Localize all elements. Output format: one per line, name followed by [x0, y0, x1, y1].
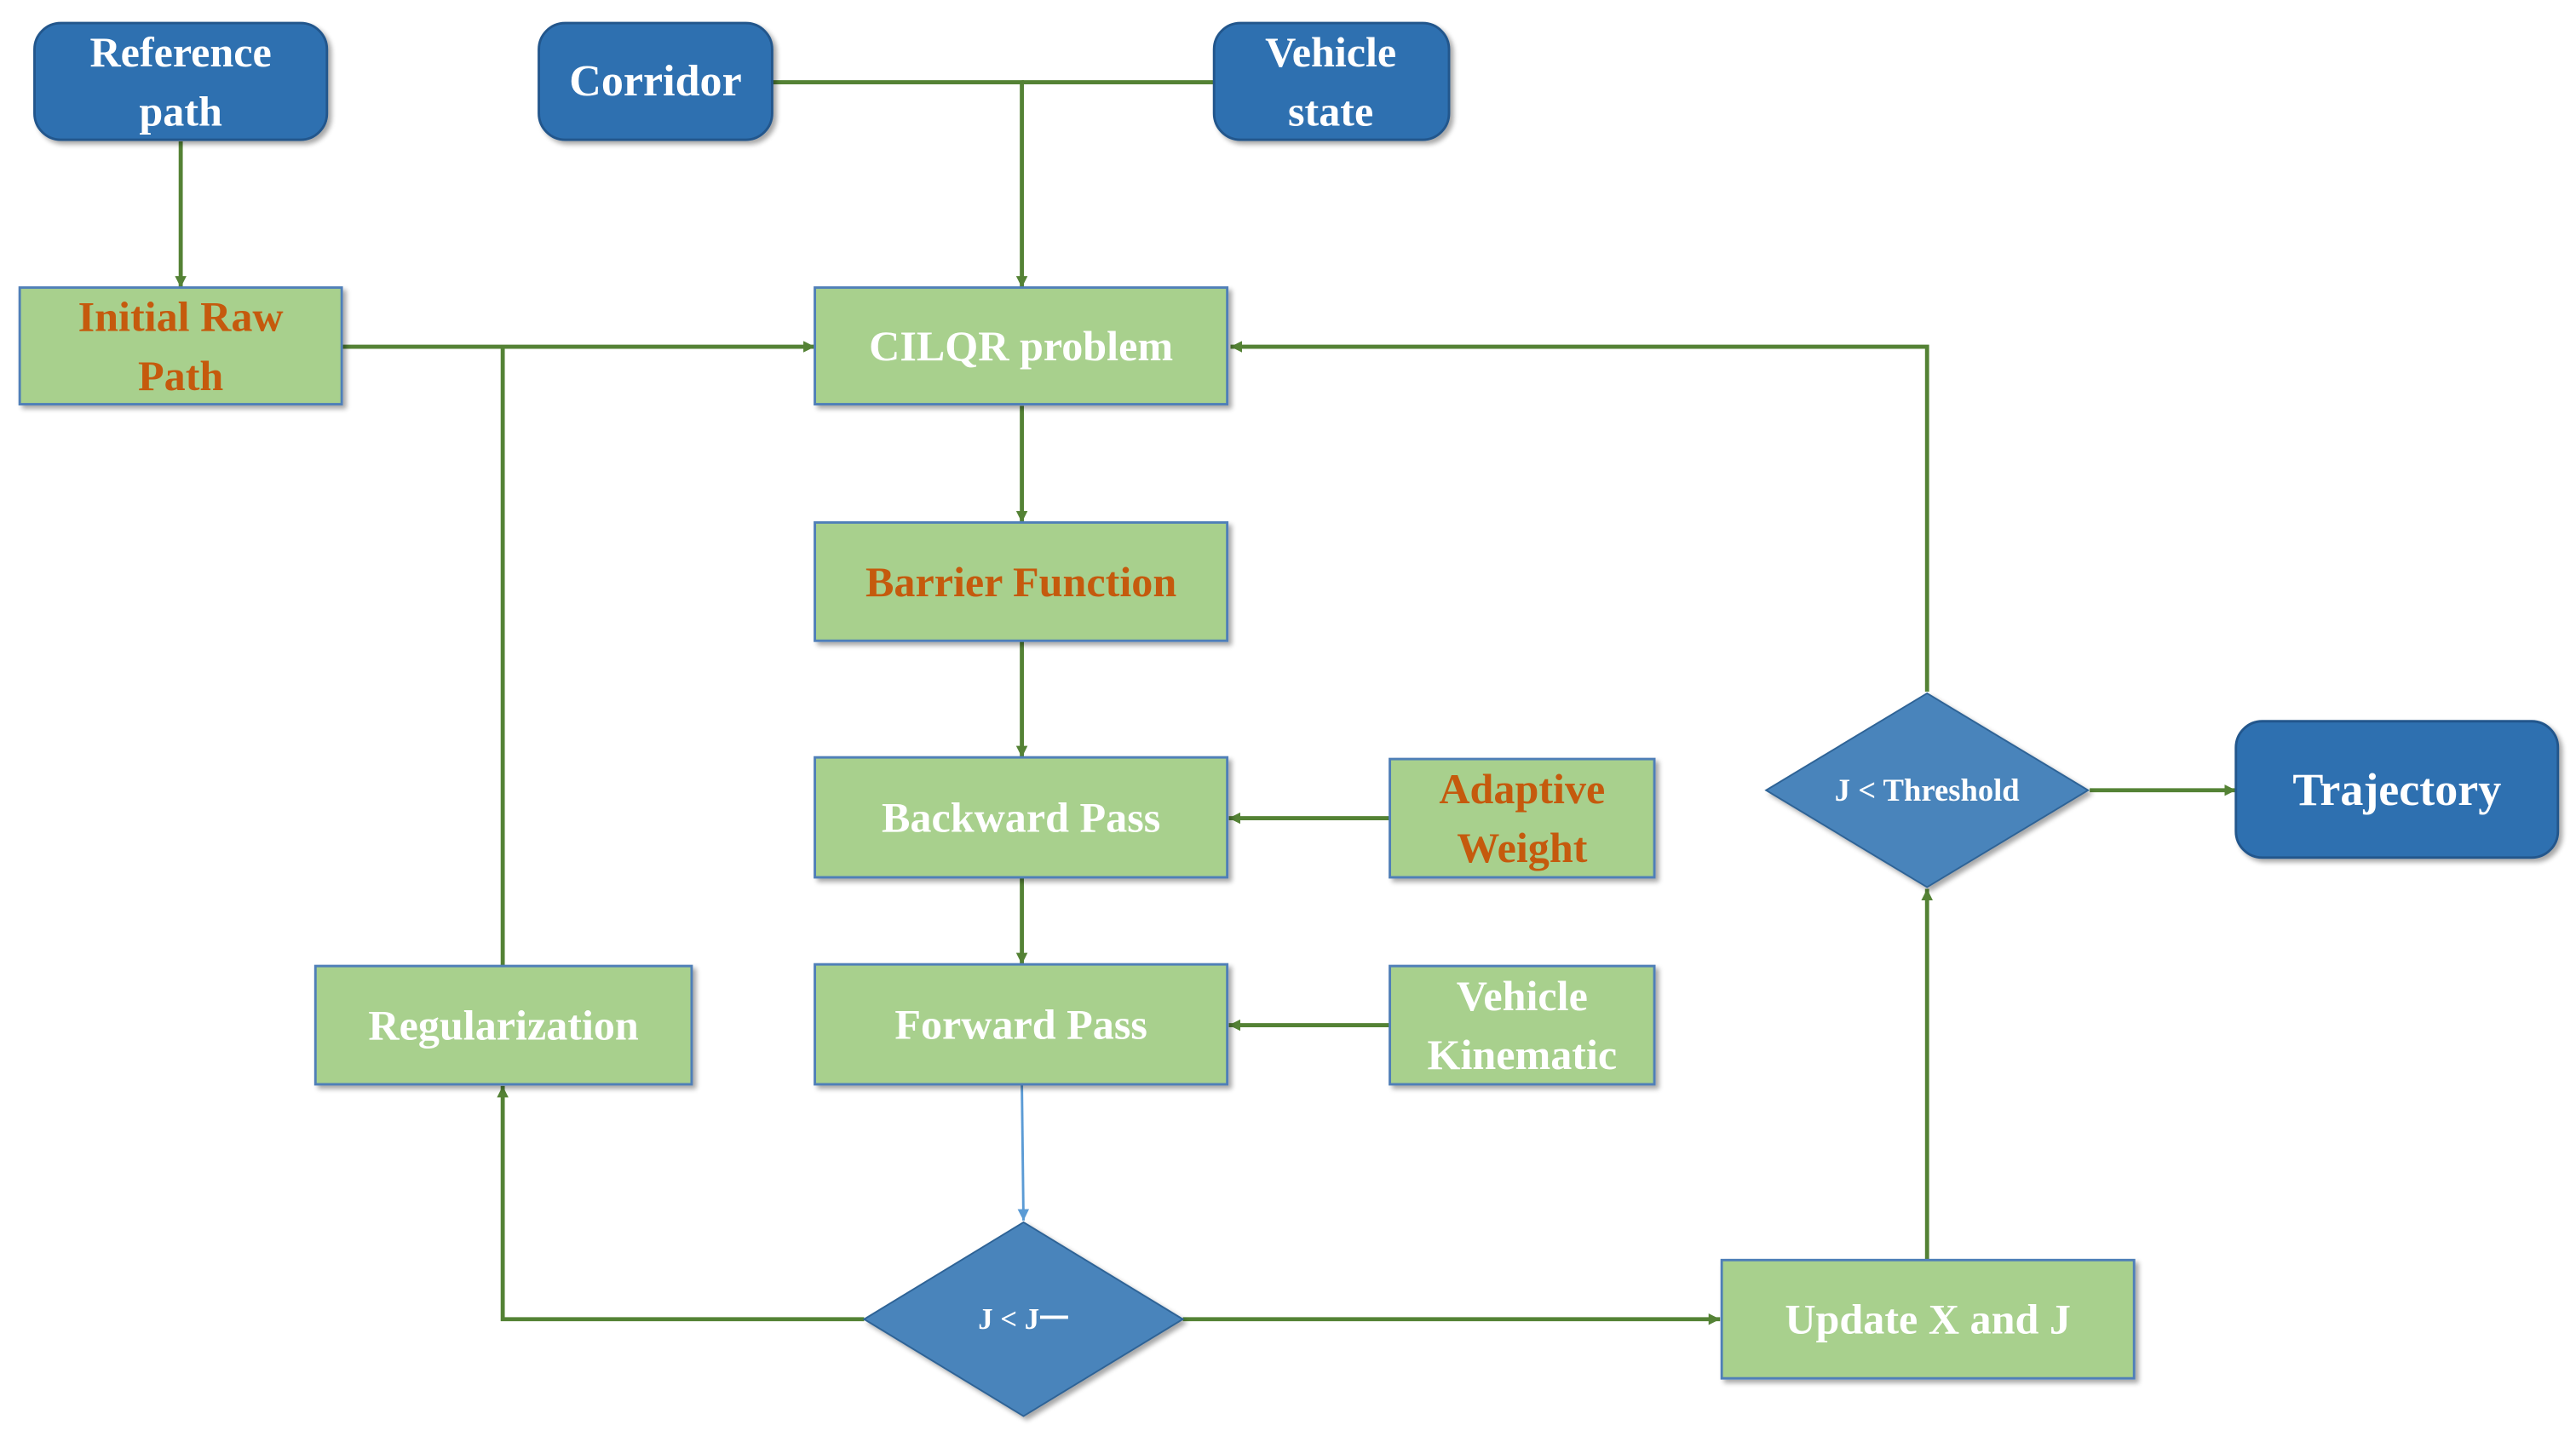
decision-j-less-threshold: J < Threshold [1764, 692, 2090, 888]
vehicle-state-label: Vehicle [1265, 28, 1396, 76]
trajectory-label: Trajectory [2292, 764, 2501, 815]
corridor-label: Corridor [569, 57, 741, 106]
regularization-label: Regularization [368, 1002, 639, 1049]
node-barrier-function: Barrier Function [814, 520, 1229, 642]
edge-forward-to-decision [1017, 1083, 1030, 1221]
vehicle-state-label-line2: state [1288, 87, 1373, 135]
adaptive-weight-label-line2: Weight [1457, 824, 1587, 871]
node-vehicle-state: Vehicle state [1212, 21, 1451, 141]
j-less-threshold-label: J < Threshold [1835, 773, 2020, 807]
node-corridor: Corridor [538, 21, 773, 141]
backward-pass-label: Backward Pass [882, 794, 1160, 842]
edge-decision-to-regularization [497, 1085, 865, 1322]
vehicle-kinematic-label-line2: Kinematic [1427, 1031, 1617, 1078]
reference-path-label: Reference [89, 28, 271, 76]
node-update-x-and-j: Update X and J [1720, 1258, 2136, 1380]
edge-corridor-to-cilqr [772, 80, 1028, 288]
node-forward-pass: Forward Pass [814, 963, 1229, 1086]
update-x-and-j-label: Update X and J [1785, 1296, 2071, 1343]
forward-pass-label: Forward Pass [894, 1001, 1147, 1049]
node-backward-pass: Backward Pass [814, 756, 1229, 879]
node-trajectory: Trajectory [2234, 720, 2560, 859]
adaptive-weight-label: Adaptive [1439, 765, 1605, 813]
initial-raw-path-label-line2: Path [138, 352, 223, 399]
edge-threshold-to-cilqr [1230, 341, 1929, 693]
cilqr-problem-label: CILQR problem [869, 322, 1173, 370]
j-less-j-prev-label: J < J一 [978, 1302, 1069, 1336]
node-reference-path: Reference path [33, 21, 329, 141]
vehicle-kinematic-label: Vehicle [1457, 972, 1588, 1020]
connectors [175, 80, 2236, 1325]
reference-path-label-line2: path [139, 87, 222, 135]
barrier-function-label: Barrier Function [865, 558, 1176, 606]
decision-j-less-j-prev: J < J一 [862, 1221, 1185, 1417]
initial-raw-path-label: Initial Raw [78, 292, 284, 340]
node-regularization: Regularization [313, 964, 693, 1086]
node-cilqr-problem: CILQR problem [814, 286, 1229, 405]
